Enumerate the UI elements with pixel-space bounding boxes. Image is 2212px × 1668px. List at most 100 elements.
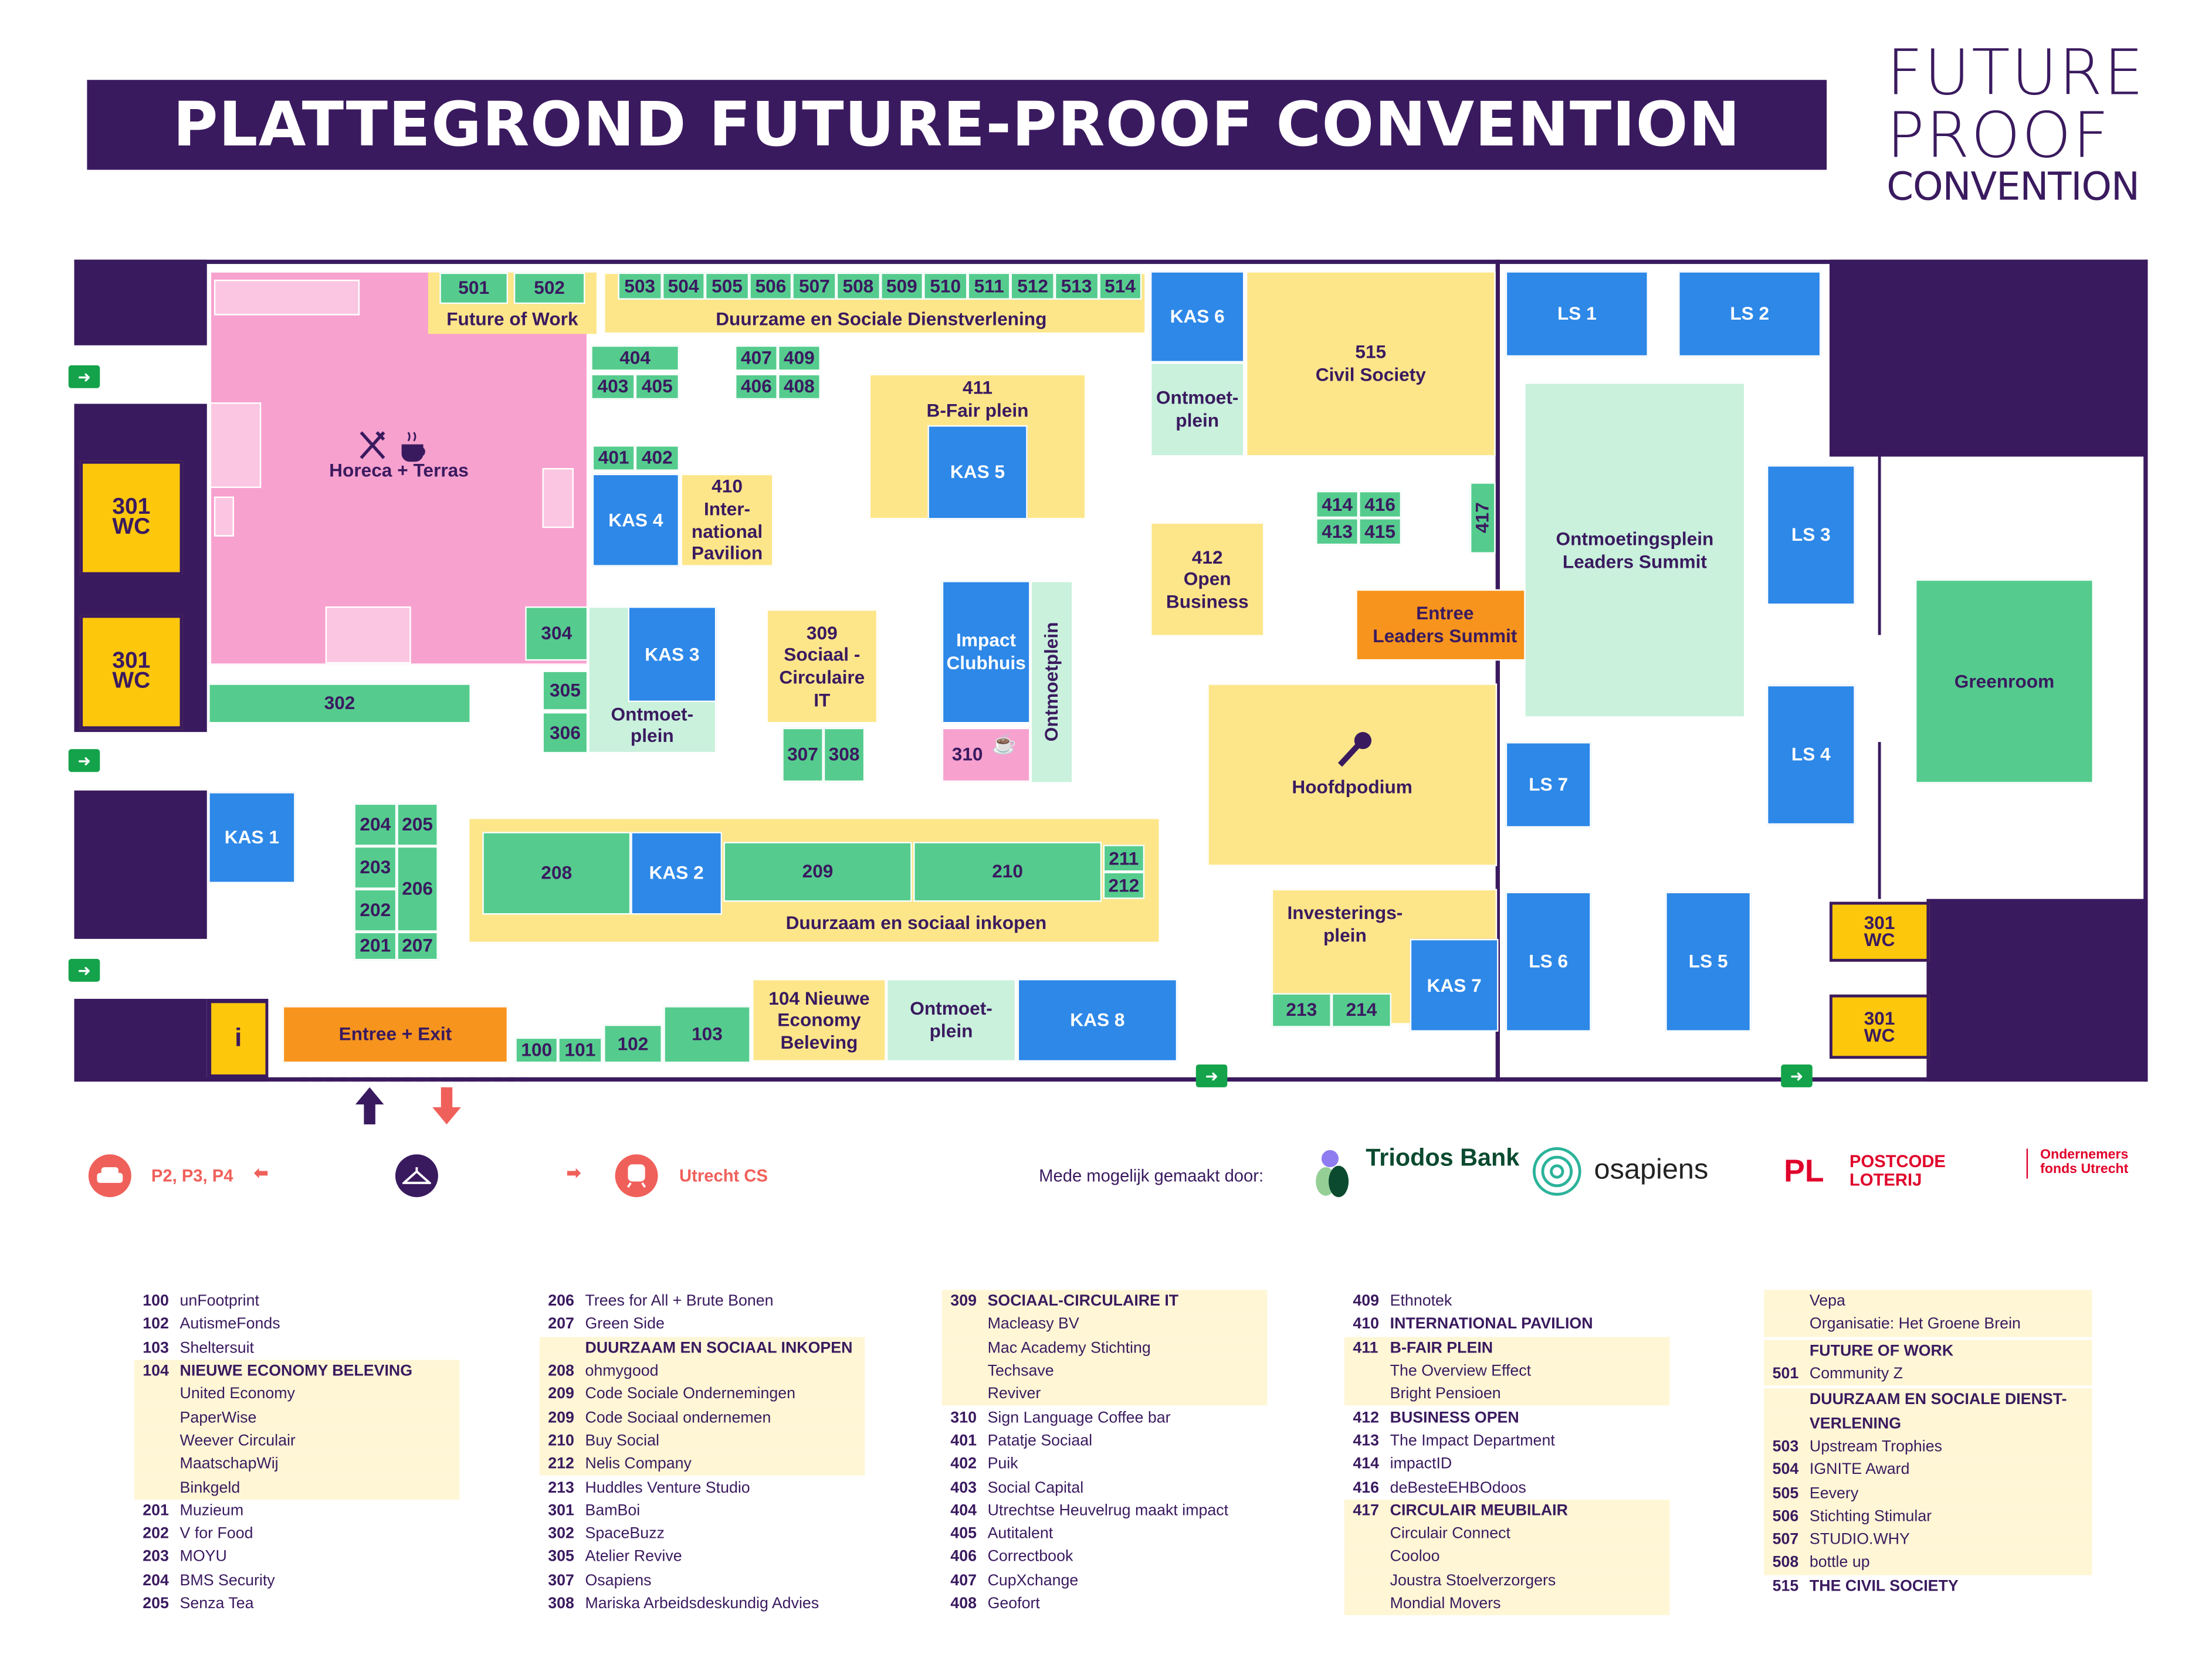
- room-416[interactable]: 416: [1359, 490, 1402, 518]
- room-label: Entree + Exit: [338, 1023, 452, 1045]
- room-kas-3[interactable]: KAS 3: [628, 606, 717, 702]
- room-greenroom[interactable]: Greenroom: [1915, 579, 2094, 784]
- room-512[interactable]: 512: [1011, 272, 1055, 300]
- room-413[interactable]: 413: [1316, 518, 1359, 545]
- room-513[interactable]: 513: [1054, 272, 1099, 300]
- room-406[interactable]: 406: [734, 374, 778, 400]
- room-209[interactable]: 209: [723, 842, 912, 902]
- room-207[interactable]: 207: [397, 931, 438, 961]
- room-label: 410 Inter- national Pavilion: [691, 475, 763, 564]
- room-412-open-business[interactable]: 412 Open Business: [1150, 522, 1265, 637]
- room-203[interactable]: 203: [354, 846, 397, 889]
- room-409[interactable]: 409: [777, 345, 821, 371]
- room-ls-1[interactable]: LS 1: [1505, 271, 1648, 357]
- room-label: 509: [886, 274, 917, 297]
- room-kas-6[interactable]: KAS 6: [1150, 271, 1245, 362]
- room-101[interactable]: 101: [558, 1037, 602, 1063]
- room-ls-6[interactable]: LS 6: [1505, 891, 1591, 1032]
- room-211[interactable]: 211: [1103, 845, 1145, 872]
- room-i[interactable]: i: [211, 1003, 266, 1074]
- room-302[interactable]: 302: [208, 683, 471, 724]
- room-417[interactable]: 417: [1469, 482, 1496, 554]
- room-508[interactable]: 508: [836, 272, 880, 300]
- room-504[interactable]: 504: [661, 272, 706, 300]
- room-ls-7[interactable]: LS 7: [1505, 742, 1591, 828]
- room-501[interactable]: 501: [439, 272, 509, 304]
- room-kas-2[interactable]: KAS 2: [631, 832, 723, 915]
- room-202[interactable]: 202: [354, 889, 397, 932]
- room-403[interactable]: 403: [591, 374, 635, 400]
- room-301-wc[interactable]: 301 WC: [1829, 901, 1930, 962]
- room-505[interactable]: 505: [705, 272, 749, 300]
- room-507[interactable]: 507: [792, 272, 836, 300]
- room-509[interactable]: 509: [880, 272, 924, 300]
- room-307[interactable]: 307: [782, 727, 824, 782]
- room-402[interactable]: 402: [635, 445, 680, 471]
- room-415[interactable]: 415: [1359, 518, 1402, 545]
- room-ontmoet--plein[interactable]: Ontmoet- plein: [886, 978, 1017, 1062]
- room-210[interactable]: 210: [913, 842, 1102, 902]
- room-impact-clubhuis[interactable]: Impact Clubhuis: [941, 581, 1031, 724]
- room-ls-4[interactable]: LS 4: [1766, 684, 1855, 825]
- room-entree-leaders-summit[interactable]: Entree Leaders Summit: [1356, 589, 1534, 661]
- room-301-wc[interactable]: 301 WC: [1829, 994, 1930, 1059]
- room-305[interactable]: 305: [542, 670, 588, 711]
- room-102[interactable]: 102: [604, 1024, 662, 1063]
- room-309-sociaal---circulaire-it[interactable]: 309 Sociaal - Circulaire IT: [766, 609, 878, 724]
- room-103[interactable]: 103: [663, 1006, 751, 1063]
- room-ontmoetplein[interactable]: Ontmoetplein: [1030, 581, 1073, 784]
- room-301-wc[interactable]: 301 WC: [80, 615, 183, 730]
- room-304[interactable]: 304: [525, 606, 588, 661]
- wall-block: [74, 999, 207, 1082]
- room-515-civil-society[interactable]: 515 Civil Society: [1245, 271, 1496, 457]
- room-404[interactable]: 404: [591, 345, 680, 371]
- room-kas-8[interactable]: KAS 8: [1017, 978, 1178, 1062]
- room-kas-4[interactable]: KAS 4: [592, 473, 680, 567]
- room-503[interactable]: 503: [618, 272, 662, 300]
- room-214[interactable]: 214: [1331, 993, 1392, 1028]
- room-510[interactable]: 510: [923, 272, 967, 300]
- room-ls-2[interactable]: LS 2: [1678, 271, 1821, 357]
- room-506[interactable]: 506: [748, 272, 793, 300]
- room-ls-5[interactable]: LS 5: [1665, 891, 1752, 1032]
- room-100[interactable]: 100: [515, 1037, 558, 1063]
- room-511[interactable]: 511: [967, 272, 1011, 300]
- exhibitor-name: Binkgeld: [179, 1479, 240, 1496]
- room-ontmoetingsplein-leaders-summit[interactable]: Ontmoetingsplein Leaders Summit: [1524, 382, 1746, 718]
- room-hoofdpodium[interactable]: Hoofdpodium: [1207, 683, 1498, 866]
- stand-number: 100: [143, 1293, 169, 1310]
- room-502[interactable]: 502: [513, 272, 585, 304]
- room-206[interactable]: 206: [397, 846, 438, 932]
- room-301-wc[interactable]: 301 WC: [80, 460, 183, 575]
- room-label: 411 B-Fair plein: [926, 377, 1029, 421]
- room-ontmoet--plein[interactable]: Ontmoet- plein: [1150, 362, 1245, 457]
- room-213[interactable]: 213: [1271, 993, 1332, 1028]
- room-kas-5[interactable]: KAS 5: [927, 425, 1028, 520]
- room-306[interactable]: 306: [542, 712, 588, 754]
- room-408[interactable]: 408: [777, 374, 821, 400]
- stand-number: 416: [1353, 1479, 1380, 1496]
- room-208[interactable]: 208: [482, 832, 631, 915]
- room-405[interactable]: 405: [635, 374, 680, 400]
- exhibitor-name: Bright Pensioen: [1390, 1386, 1501, 1403]
- room-kas-7[interactable]: KAS 7: [1410, 938, 1499, 1032]
- room-401[interactable]: 401: [592, 445, 635, 471]
- room-205[interactable]: 205: [397, 803, 438, 846]
- room-410-inter--national-pavilion[interactable]: 410 Inter- national Pavilion: [680, 473, 774, 567]
- legend-row: MaatschapWij: [134, 1452, 460, 1476]
- room-104-nieuwe-economy-beleving[interactable]: 104 Nieuwe Economy Beleving: [752, 978, 886, 1062]
- room-204[interactable]: 204: [354, 803, 397, 846]
- room-horeca--terras[interactable]: Horeca + Terras: [209, 271, 588, 665]
- room-212[interactable]: 212: [1103, 872, 1145, 899]
- room-308[interactable]: 308: [823, 727, 865, 782]
- room-514[interactable]: 514: [1098, 272, 1142, 300]
- room-ls-3[interactable]: LS 3: [1766, 465, 1855, 605]
- room-kas-1[interactable]: KAS 1: [208, 792, 296, 883]
- room-201[interactable]: 201: [354, 931, 397, 961]
- room-310[interactable]: 310: [941, 727, 1031, 782]
- room-414[interactable]: 414: [1316, 490, 1359, 518]
- room-407[interactable]: 407: [734, 345, 778, 371]
- room-entree--exit[interactable]: Entree + Exit: [282, 1006, 509, 1063]
